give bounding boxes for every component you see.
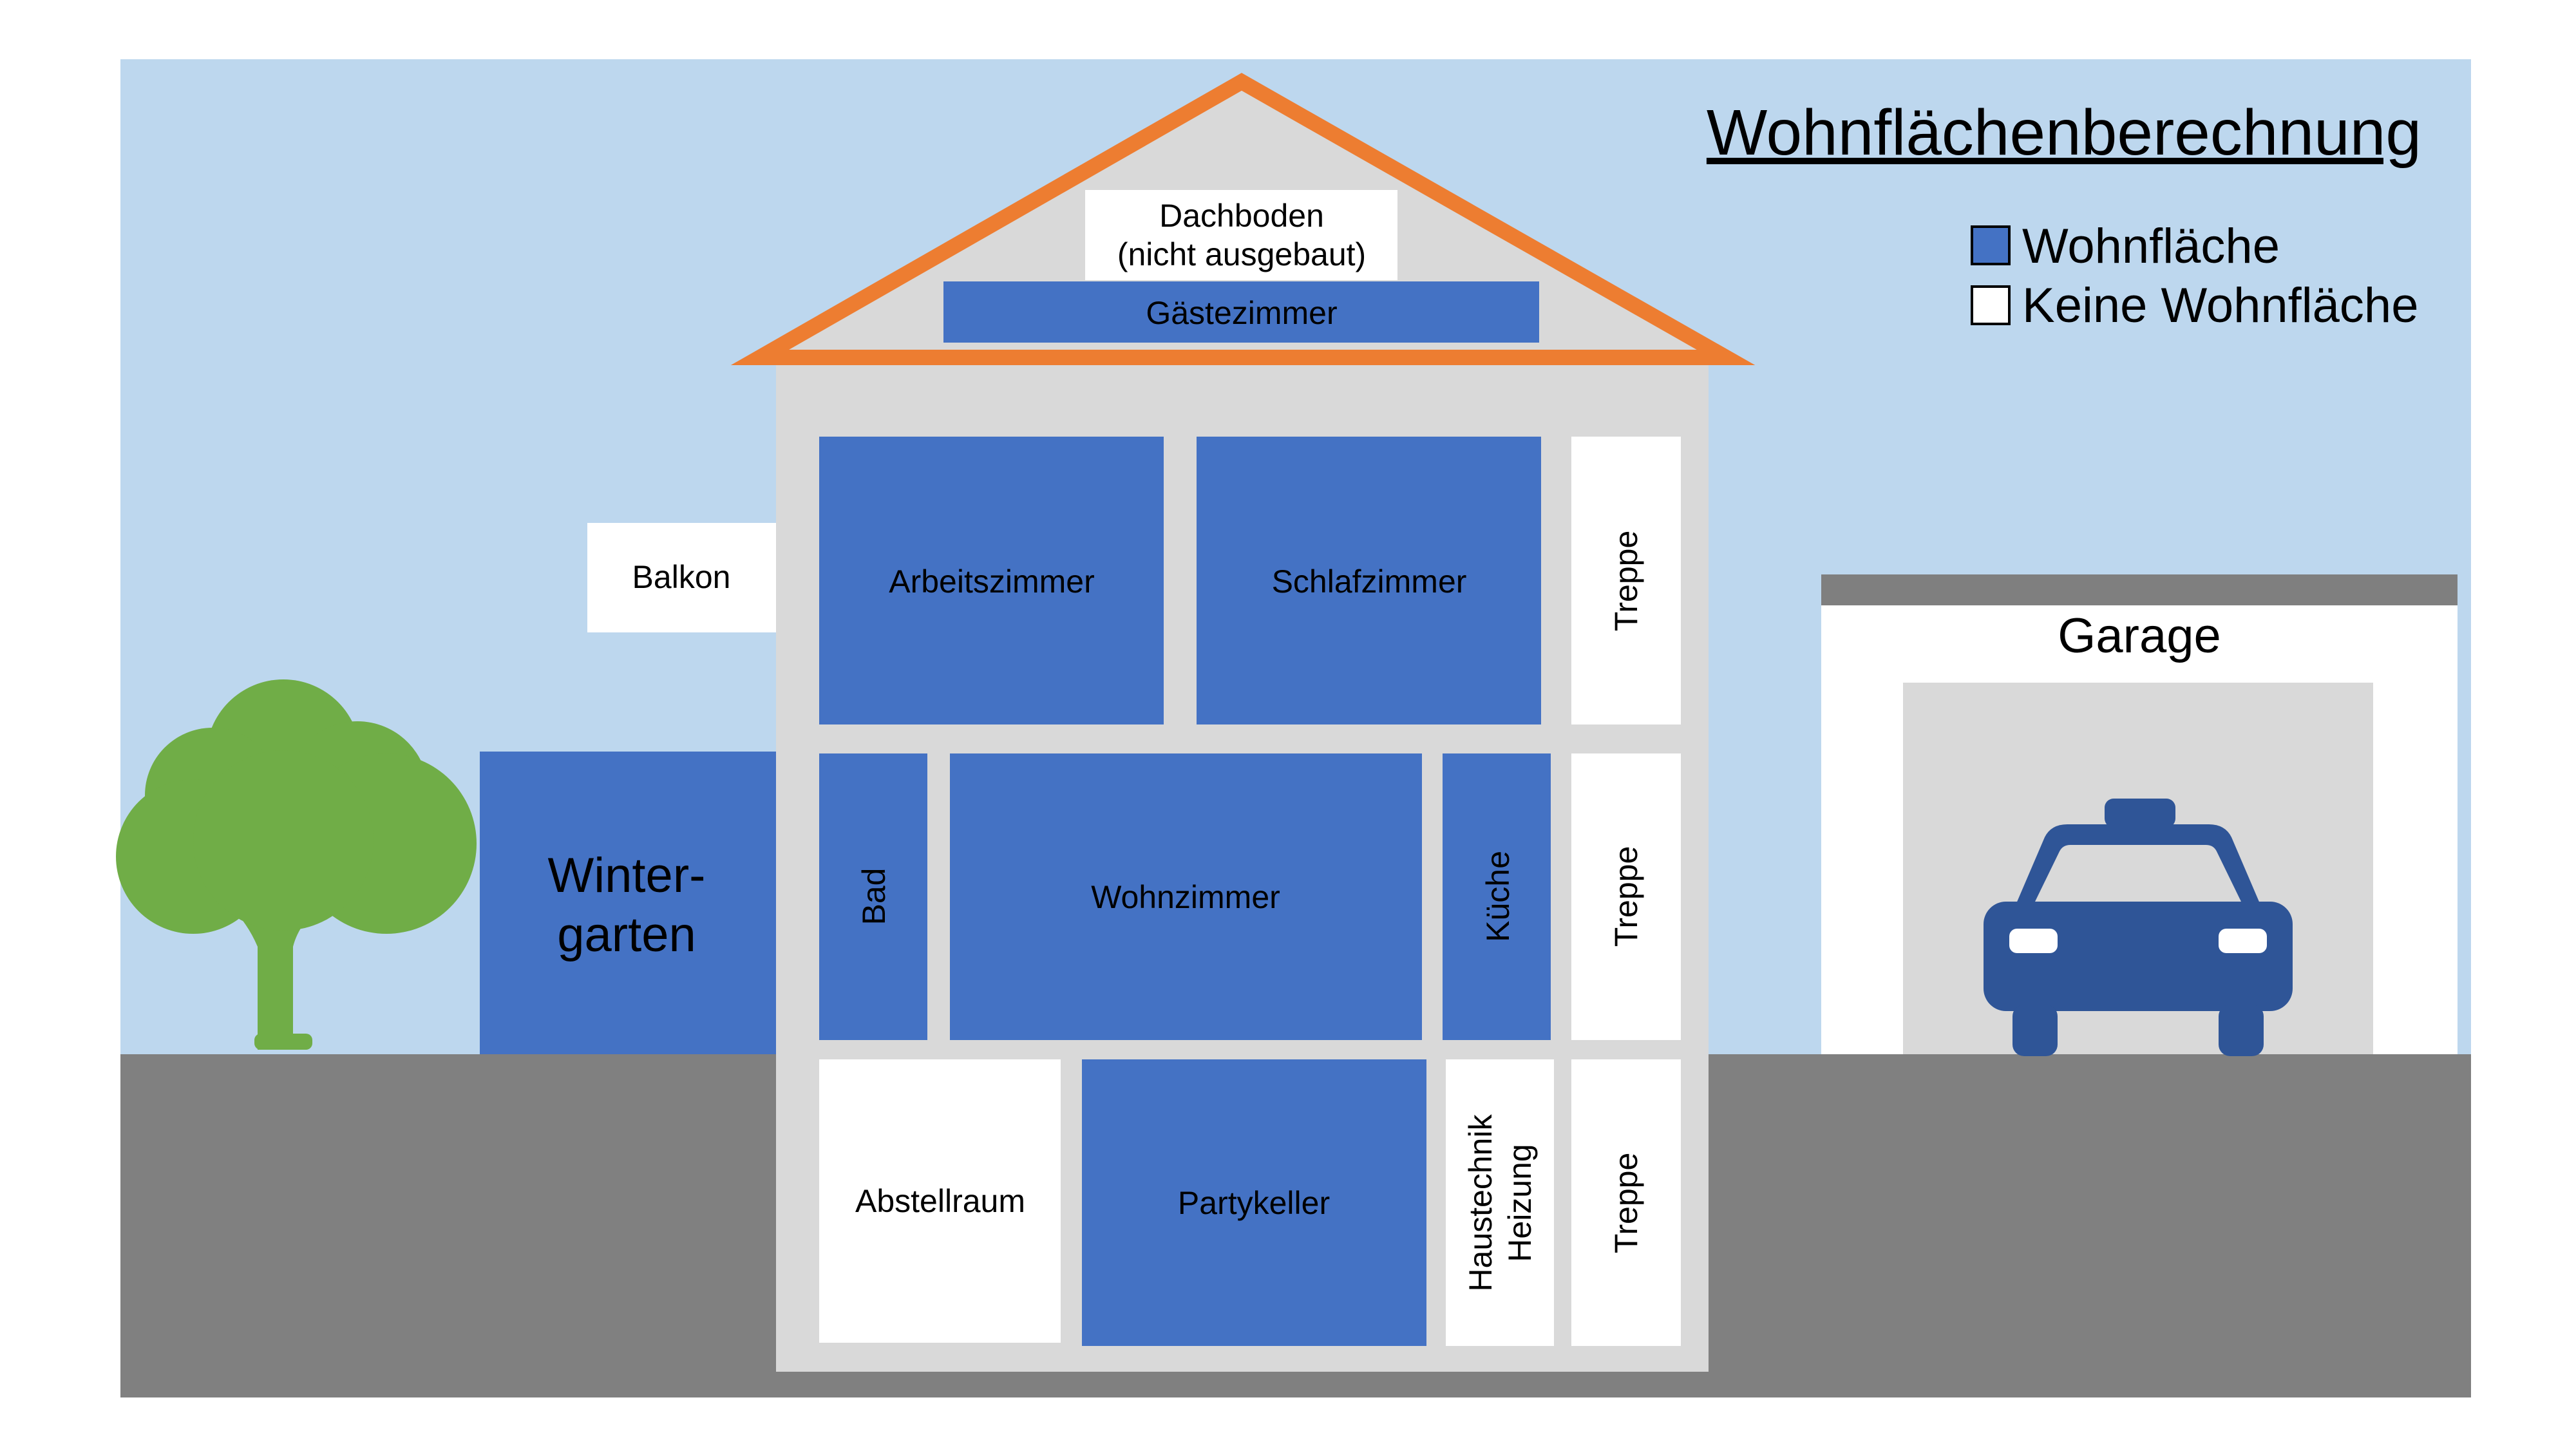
diagram-title: Wohnflächenberechnung xyxy=(1707,97,2421,169)
label-balkon: Balkon xyxy=(632,559,731,595)
label-garage: Garage xyxy=(2058,609,2221,663)
label-treppe-upper: Treppe xyxy=(1608,531,1644,632)
room-kueche xyxy=(1443,753,1551,1040)
label-wintergarten-1: Winter- xyxy=(548,848,706,903)
label-wintergarten-2: garten xyxy=(557,907,696,962)
label-arbeitszimmer: Arbeitszimmer xyxy=(889,564,1094,600)
room-balkon xyxy=(587,523,776,632)
legend-label-living: Wohnfläche xyxy=(2022,219,2280,274)
room-schlafzimmer xyxy=(1197,437,1541,724)
room-partykeller xyxy=(1082,1059,1426,1346)
room-haustechnik xyxy=(1446,1059,1554,1346)
legend-swatch-living xyxy=(1971,225,2011,265)
room-gaestezimmer xyxy=(943,281,1539,343)
label-treppe-basement: Treppe xyxy=(1608,1153,1644,1254)
label-treppe-ground: Treppe xyxy=(1608,846,1644,947)
room-treppe-upper xyxy=(1571,437,1681,724)
label-gaestezimmer: Gästezimmer xyxy=(1146,295,1337,331)
room-wintergarten xyxy=(480,752,776,1054)
label-wohnzimmer: Wohnzimmer xyxy=(1091,879,1280,915)
car-icon xyxy=(1984,799,2293,1056)
label-partykeller: Partykeller xyxy=(1178,1185,1330,1221)
room-treppe-basement xyxy=(1571,1059,1681,1346)
label-haustechnik: Haustechnik xyxy=(1463,1113,1499,1291)
label-kueche: Küche xyxy=(1480,851,1516,942)
label-heizung: Heizung xyxy=(1502,1144,1538,1262)
tree-icon xyxy=(116,679,477,1050)
garage-roof xyxy=(1821,574,2458,605)
room-wohnzimmer xyxy=(950,753,1422,1040)
label-dachboden-1: Dachboden xyxy=(1159,198,1324,234)
room-arbeitszimmer xyxy=(819,437,1164,724)
label-dachboden-2: (nicht ausgebaut) xyxy=(1117,236,1366,272)
room-bad xyxy=(819,753,927,1040)
label-schlafzimmer: Schlafzimmer xyxy=(1272,564,1467,600)
legend-label-non-living: Keine Wohnfläche xyxy=(2022,278,2418,333)
room-treppe-ground xyxy=(1571,753,1681,1040)
room-dachboden xyxy=(1085,190,1397,280)
label-abstellraum: Abstellraum xyxy=(855,1183,1025,1219)
room-abstellraum xyxy=(819,1059,1061,1343)
label-bad: Bad xyxy=(856,868,892,925)
legend-swatch-non-living xyxy=(1971,285,2011,325)
